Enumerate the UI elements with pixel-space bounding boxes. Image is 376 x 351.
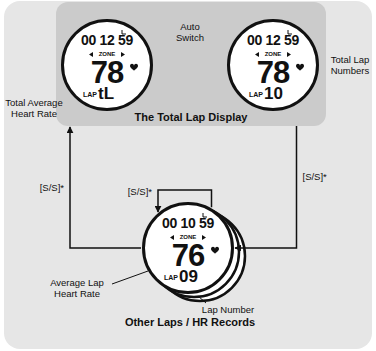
leader-line <box>112 271 148 284</box>
button-label: [S/S]* <box>39 182 65 193</box>
time-readout: 00 10 59 <box>145 216 231 230</box>
time-readout: 00 12 59 <box>64 33 150 47</box>
switch-label: Auto Switch <box>169 21 211 43</box>
callout-label: Average Lap Heart Rate <box>40 277 114 299</box>
callout-label: Total Lap Numbers <box>327 54 373 76</box>
button-label: [S/S]* <box>127 186 153 197</box>
panel-title: The Total Lap Display <box>56 112 326 123</box>
background-panel <box>4 1 372 349</box>
heart-rate-value: 78 <box>64 57 150 88</box>
watch-face: 00 10 59ZONE76LAP09 <box>142 202 234 294</box>
flow-arrow <box>235 106 297 248</box>
caption-label: Other Laps / HR Records <box>110 316 270 329</box>
watch-face: 00 12 59ZONE78LAP10 <box>227 19 319 111</box>
time-readout: 00 12 59 <box>230 33 316 47</box>
lap-value: 09 <box>179 268 198 285</box>
lap-value: 10 <box>264 85 283 102</box>
heart-rate-value: 78 <box>230 57 316 88</box>
heart-rate-value: 76 <box>145 240 231 271</box>
heart-icon <box>211 247 219 254</box>
callout-label: Total Average Heart Rate <box>3 97 65 119</box>
leader-line <box>198 296 206 303</box>
callout-label: Lap Number <box>198 304 258 315</box>
lap-value: tL <box>98 85 114 102</box>
button-label: [S/S]* <box>302 171 328 182</box>
heart-icon <box>296 64 304 71</box>
lap-tag: LAP <box>249 91 263 98</box>
lap-tag: LAP <box>164 274 178 281</box>
display-panel: The Total Lap Display00 12 59ZONE78LAPtL… <box>56 2 326 126</box>
heart-icon <box>130 64 138 71</box>
watch-face: 00 12 59ZONE78LAPtL <box>61 19 153 111</box>
lap-tag: LAP <box>83 91 97 98</box>
